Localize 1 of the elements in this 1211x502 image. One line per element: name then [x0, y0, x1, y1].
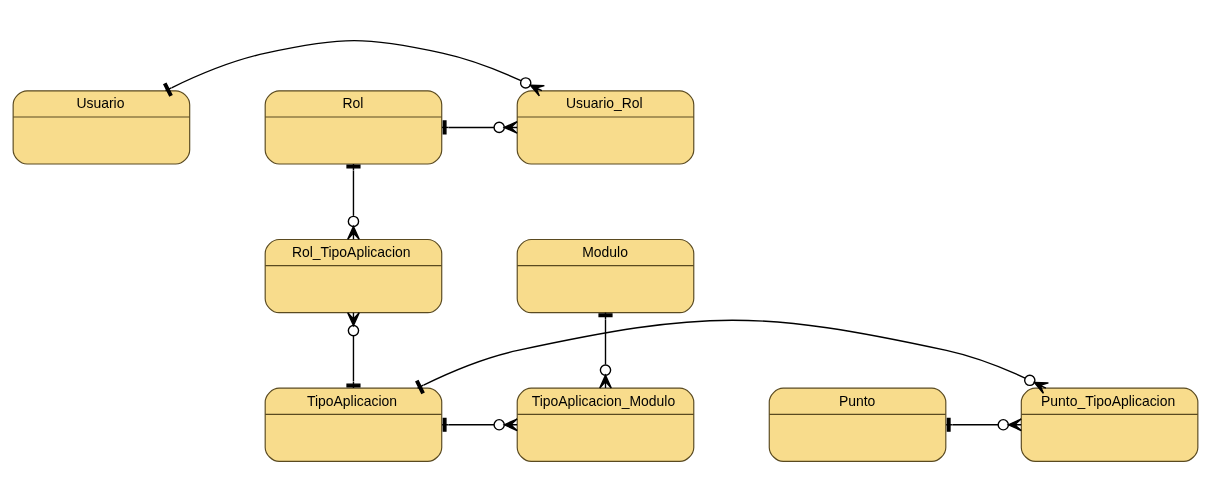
connector: [162, 39, 545, 97]
